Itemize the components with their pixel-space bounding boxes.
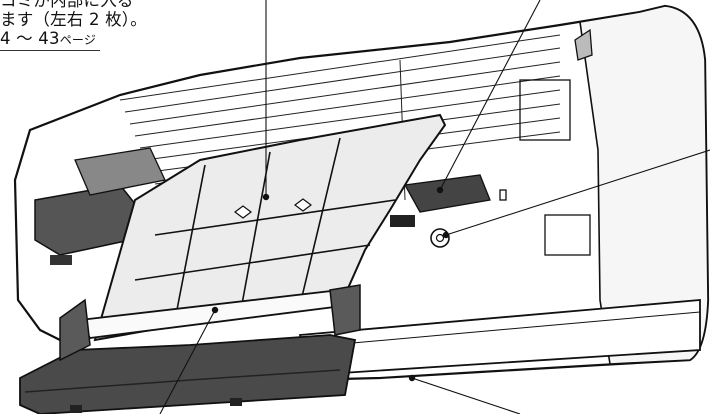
leader-lines: [159, 0, 710, 414]
side-panel: [579, 5, 709, 365]
page-reference[interactable]: 4 ～ 43ページ: [0, 29, 101, 51]
page-reference-range: 4 ～ 43: [0, 29, 60, 48]
leader-dots: [211, 186, 450, 382]
instruction-caption: コミが内部に入る ます（左右 2 枚）。 4 ～ 43ページ: [0, 0, 250, 51]
arrow-label-left: [50, 255, 72, 265]
right-details: [499, 28, 593, 256]
sensor-block: [403, 174, 491, 213]
connector-slot: [390, 215, 415, 227]
left-fan-housing: [74, 147, 166, 196]
caption-line-2: ます（左右 2 枚）。: [0, 10, 147, 29]
filter-tray: [19, 284, 361, 414]
air-filter: [93, 113, 447, 342]
page-reference-suffix: ページ: [59, 33, 97, 47]
caption-line-1: コミが内部に入る: [0, 0, 134, 10]
